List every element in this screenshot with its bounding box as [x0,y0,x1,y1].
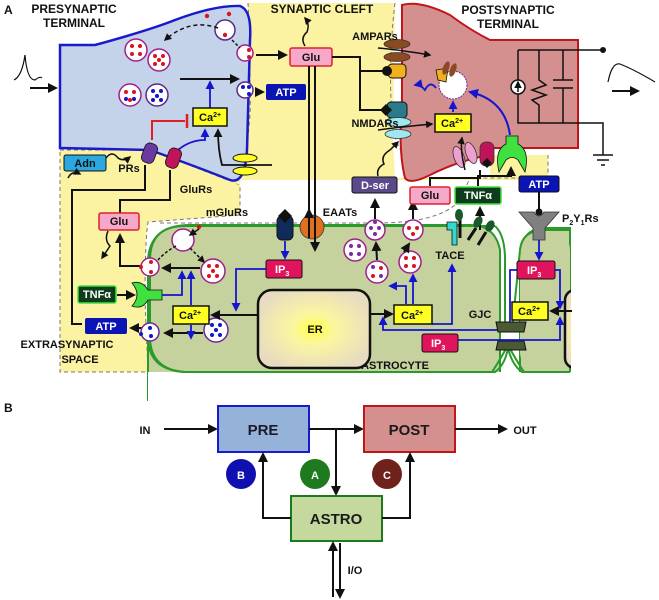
ca-box-pre: Ca2+ [192,107,228,127]
svg-text:IP3: IP3 [275,264,289,278]
glu-box-extra: Glu [98,212,140,231]
astrocyte-label: ASTROCYTE [361,360,429,372]
tnf-box-astro: TNFα [454,186,502,205]
svg-text:TNFα: TNFα [464,190,492,202]
svg-text:ATP: ATP [95,321,116,333]
svg-text:Glu: Glu [421,190,439,202]
presynaptic-label: PRESYNAPTIC [31,2,117,16]
tace-label: TACE [435,250,464,262]
extrasynaptic-label: EXTRASYNAPTIC [21,339,114,351]
prs-label: PRs [118,163,139,175]
svg-text:Ca2+: Ca2+ [199,112,221,124]
p2y1rs-label: P2Y1Rs [562,213,599,227]
dser-box: D-ser [351,176,398,194]
pathway-c-badge: C [372,459,402,489]
gap-junction-icon [495,321,527,333]
svg-text:POST: POST [389,422,430,439]
svg-text:IP3: IP3 [527,265,541,279]
svg-text:ATP: ATP [275,87,296,99]
extrasynaptic-label-2: SPACE [61,354,98,366]
er-label: ER [307,324,322,336]
svg-text:ATP: ATP [528,179,549,191]
glu-box-cleft: Glu [289,47,333,67]
astro-block: ASTRO [290,495,383,542]
glurs-label: GluRs [180,184,212,196]
tnf-receptor-astro-icon [131,281,163,308]
svg-text:ASTRO: ASTRO [310,511,363,528]
svg-text:Ca2+: Ca2+ [401,310,423,322]
svg-text:D-ser: D-ser [361,180,390,192]
svg-text:Ca2+: Ca2+ [441,118,463,130]
adn-box: Adn [63,154,107,172]
postsynaptic-label-2: TERMINAL [477,17,539,31]
atp-box-pre: ATP [266,84,306,100]
svg-text:B: B [237,470,245,482]
tnf-receptor-post-icon [497,135,527,174]
output-epsp-icon [607,63,656,83]
gjc-label: GJC [469,309,492,321]
svg-text:IP3: IP3 [431,338,445,352]
ampa-receptor-icon [383,39,411,49]
eaat-icon [299,214,325,240]
atp-box-extra: ATP [85,318,127,334]
svg-text:PRE: PRE [248,422,279,439]
io-label: I/O [348,565,363,577]
svg-text:Ca2+: Ca2+ [179,310,201,322]
ip3-box-bottom: IP3 [421,333,459,353]
ca-box-astro-left: Ca2+ [172,305,210,325]
input-spike-icon [13,54,43,81]
svg-text:Ca2+: Ca2+ [518,306,540,318]
ca-box-astro-right: Ca2+ [511,301,549,321]
pre-block: PRE [217,405,310,453]
endoplasmic-reticulum [256,288,372,370]
svg-text:C: C [383,470,391,482]
ca-box-post: Ca2+ [434,113,472,133]
presynaptic-label-2: TERMINAL [43,16,105,30]
out-label: OUT [513,425,537,437]
pathway-a-badge: A [300,459,330,489]
panel-a-label: A [4,3,13,17]
purinergic-receptor-icon [140,142,158,164]
pathway-b-badge: B [226,459,256,489]
ampars-label: AMPARs [352,31,398,43]
p2y1-receptor-icon [518,211,560,241]
postsynaptic-label: POSTSYNAPTIC [461,3,555,17]
atp-box-right: ATP [518,175,560,193]
eaats-label: EAATs [323,207,357,219]
glu-receptor-pre-icon [164,147,182,169]
postsynaptic-terminal [399,2,579,182]
synaptic-cleft-label: SYNAPTIC CLEFT [271,2,374,16]
ip3-box-right: IP3 [516,260,556,280]
glu-box-astro: Glu [409,186,451,205]
nmdars-label: NMDARs [351,118,398,130]
svg-text:TNFα: TNFα [83,289,111,301]
tace-icon [446,221,458,246]
mglurs-label: mGluRs [206,207,248,219]
tnf-box-extra: TNFα [77,285,117,304]
panel-b-label: B [4,401,13,415]
vesicle-group [118,11,254,107]
svg-text:A: A [311,470,319,482]
post-block: POST [363,405,456,453]
svg-text:Glu: Glu [110,216,128,228]
ca-box-astro-mid: Ca2+ [393,304,433,325]
svg-text:Glu: Glu [302,52,320,64]
svg-text:Adn: Adn [74,158,96,170]
ip3-box-left: IP3 [265,259,303,279]
in-label: IN [140,425,151,437]
